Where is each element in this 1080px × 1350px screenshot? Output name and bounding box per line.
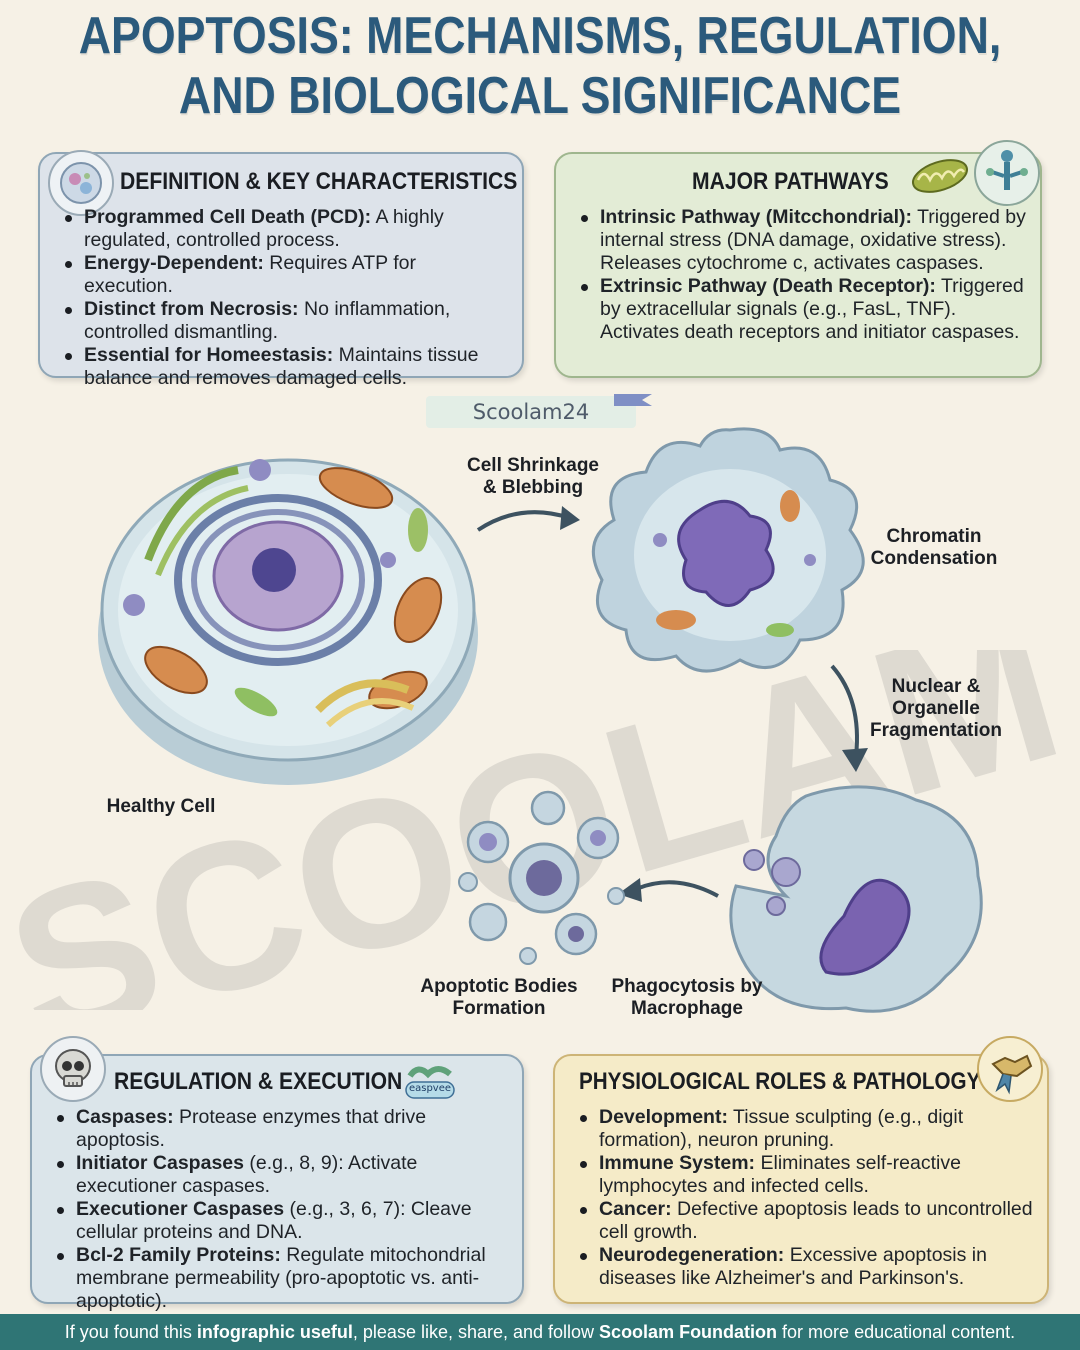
definition-list: Programmed Cell Death (PCD): A highly re… [60,206,510,390]
footer-banner: If you found this infographic useful, pl… [0,1314,1080,1350]
easpvee-label: easpvee [408,1083,452,1094]
definition-item-text: Maintains tissue balance and removes dam… [84,344,479,389]
enzyme-icon [405,1066,455,1099]
regulation-heading: REGULATION & EXECUTION [114,1068,403,1095]
regulation-item-text: (e.g., 3, 6, 7): Cleave cellular protein… [76,1198,472,1243]
regulation-item: Executioner Caspases (e.g., 3, 6, 7): Cl… [52,1198,518,1244]
page-title: APOPTOSIS: MECHANISMS, REGULATION, AND B… [0,6,1080,126]
regulation-item-term: Caspases: [76,1106,174,1128]
physiology-item: Neurodegeneration: Excessive apoptosis i… [575,1244,1041,1290]
regulation-item-text: (e.g., 8, 9): Activate executioner caspa… [76,1152,418,1197]
footer-text-pre: If you found this [64,1322,197,1342]
regulation-list: Caspases: Protease enzymes that drive ap… [52,1106,518,1313]
definition-item-text: A highly regulated, controlled process. [84,206,444,251]
definition-item-text: No inflammation, controlled dismantling. [84,298,451,343]
regulation-item-text: Protease enzymes that drive apoptosis. [76,1106,427,1151]
arrow-to-fragmentation [830,664,868,772]
pathways-list: Intrinsic Pathway (Mitcchondrial): Trigg… [576,206,1026,344]
macrophage-illustration [729,785,983,1013]
watermark-tag: Scoolam24 [426,396,636,428]
definition-item-text: Requires ATP for execution. [84,252,416,297]
death-receptor-icon [974,140,1040,206]
regulation-item: Initiator Caspases (e.g., 8, 9): Activat… [52,1152,518,1198]
footer-bold-infographic: infographic useful [196,1322,353,1342]
pathway-item-text: Triggered by internal stress (DNA damage… [600,206,1026,274]
regulation-item-term: Executioner Caspases [76,1198,285,1220]
definition-item: Essential for Homeestasis: Maintains tis… [60,344,510,390]
definition-item-term: Distinct from Necrosis: [84,298,299,320]
physiology-item-text: Excessive apoptosis in diseases like Alz… [599,1244,987,1289]
definition-item: Programmed Cell Death (PCD): A highly re… [60,206,510,252]
physiology-item-term: Cancer: [599,1198,672,1220]
handshake-ribbon-icon [977,1036,1043,1102]
label-apoptotic-bodies: Apoptotic Bodies Formation [420,976,578,1019]
shrunken-cell-illustration [592,427,865,673]
regulation-item-term: Initiator Caspases [76,1152,244,1174]
pathways-heading: MAJOR PATHWAYS [692,168,889,195]
flag-icon [614,394,652,406]
regulation-item-term: Bcl-2 Family Proteins: [76,1244,281,1266]
pathway-item: Intrinsic Pathway (Mitcchondrial): Trigg… [576,206,1026,275]
definition-item-term: Energy-Dependent: [84,252,264,274]
title-line-2: AND BIOLOGICAL SIGNIFICANCE [178,67,902,125]
label-phagocytosis: Phagocytosis by Macrophage [611,976,763,1019]
label-shrinkage: Cell Shrinkage & Blebbing [467,455,599,498]
definition-item-term: Programmed Cell Death (PCD): [84,206,372,228]
definition-panel: DEFINITION & KEY CHARACTERISTICS Program… [38,150,524,389]
physiology-item: Cancer: Defective apoptosis leads to unc… [575,1198,1041,1244]
footer-text-post: for more educational content. [777,1322,1016,1342]
label-fragmentation: Nuclear & Organelle Fragmentation [870,676,1002,741]
definition-item-term: Essential for Homeestasis: [84,344,334,366]
regulation-item: Caspases: Protease enzymes that drive ap… [52,1106,518,1152]
pathway-item-term: Intrinsic Pathway (Mitcchondrial): [600,206,913,228]
skull-icon [40,1036,106,1102]
physiology-panel: PHYSIOLOGICAL ROLES & PATHOLOGY Developm… [553,1036,1049,1304]
pathways-panel: MAJOR PATHWAYS Intrinsic Pathway (Mitcch… [554,140,1042,378]
apoptotic-bodies-illustration [458,790,625,965]
easpvee-tag: easpvee [404,1064,456,1100]
physiology-list: Development: Tissue sculpting (e.g., dig… [575,1106,1041,1290]
regulation-item: Bcl-2 Family Proteins: Regulate mitochon… [52,1244,518,1313]
cell-icon [48,150,114,216]
definition-item: Energy-Dependent: Requires ATP for execu… [60,252,510,298]
physiology-item-text: Tissue sculpting (e.g., digit formation)… [599,1106,964,1151]
pathway-item-term: Extrinsic Pathway (Death Receptor): [600,275,936,297]
physiology-item-text: Eliminates self-reactive lymphocytes and… [599,1152,961,1197]
definition-item: Distinct from Necrosis: No inflammation,… [60,298,510,344]
footer-link-scoolam[interactable]: Scoolam Foundation [599,1322,778,1342]
arrow-to-shrinkage [476,506,580,532]
title-line-1: APOPTOSIS: MECHANISMS, REGULATION, [78,7,1002,65]
pathway-item-text: Triggered by extracellular signals (e.g.… [600,275,1024,343]
physiology-item: Development: Tissue sculpting (e.g., dig… [575,1106,1041,1152]
label-chromatin: Chromatin Condensation [870,526,998,569]
physiology-item-text: Defective apoptosis leads to uncontrolle… [599,1198,1033,1243]
footer-text-mid: , please like, share, and follow [352,1322,600,1342]
mitochondrion-icon [912,159,968,193]
regulation-panel: REGULATION & EXECUTION easpvee Caspases:… [30,1036,524,1312]
physiology-item-term: Development: [599,1106,728,1128]
physiology-item-term: Immune System: [599,1152,756,1174]
label-healthy-cell: Healthy Cell [106,796,216,817]
physiology-heading: PHYSIOLOGICAL ROLES & PATHOLOGY [579,1068,981,1095]
physiology-item-term: Neurodegeneration: [599,1244,785,1266]
physiology-item: Immune System: Eliminates self-reactive … [575,1152,1041,1198]
regulation-item-text: Regulate mitochondrial membrane permeabi… [76,1244,486,1312]
pathway-item: Extrinsic Pathway (Death Receptor): Trig… [576,275,1026,344]
healthy-cell-illustration [98,458,478,785]
definition-heading: DEFINITION & KEY CHARACTERISTICS [120,168,518,195]
